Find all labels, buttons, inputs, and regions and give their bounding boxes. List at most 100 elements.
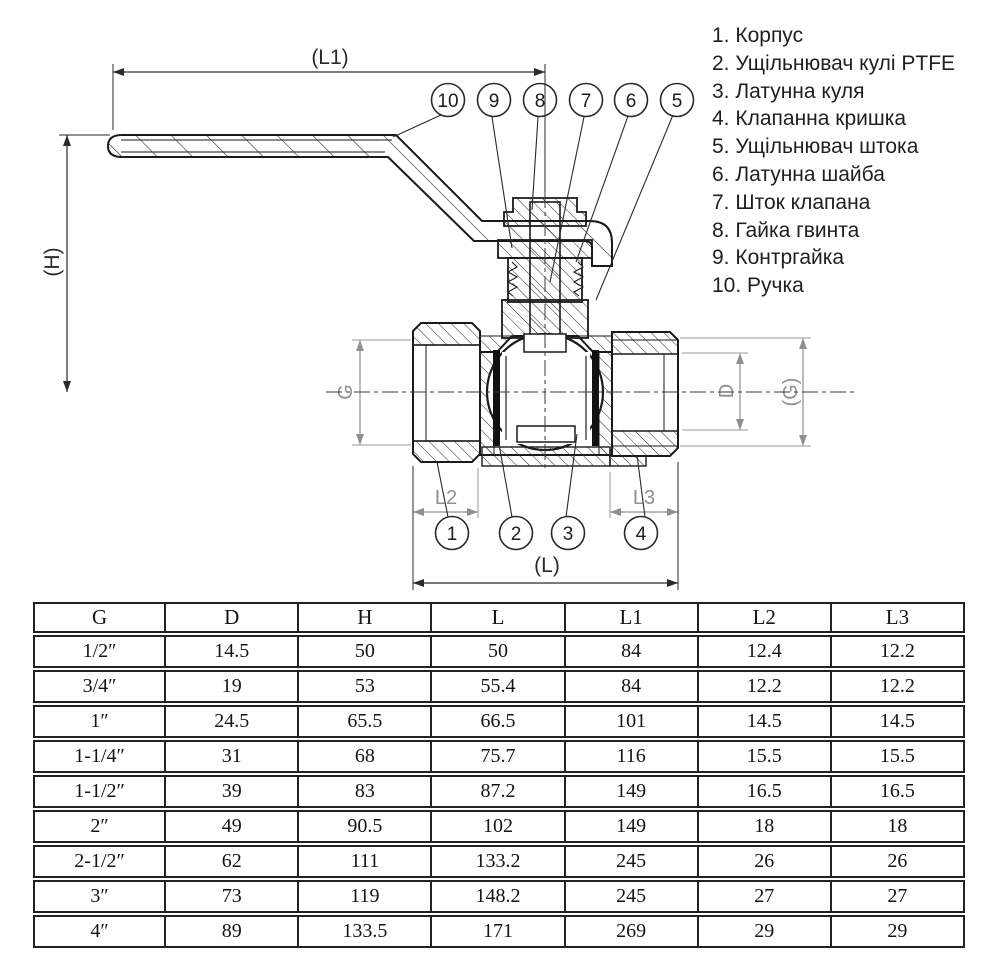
svg-text:9: 9	[489, 91, 500, 112]
cell: 15.5	[698, 740, 832, 773]
dimension-l2: L2	[413, 487, 478, 516]
col-header: H	[299, 602, 433, 633]
dimension-l: (L)	[412, 462, 679, 590]
cell: 149	[565, 810, 699, 843]
cell: 87.2	[432, 775, 566, 808]
callout-3: 3	[550, 515, 586, 551]
callout-7: 7	[568, 82, 604, 118]
cell: 27	[698, 880, 832, 913]
cell: 101	[565, 705, 699, 738]
callout-1: 1	[434, 515, 470, 551]
table-row: 4″ 89 133.5 171 269 29 29	[33, 915, 965, 948]
cell: 89	[166, 915, 300, 948]
cell: 55.4	[432, 670, 566, 703]
spec-table: G D H L L1 L2 L3 1/2″ 14.5 50 50 84 12.4…	[33, 600, 965, 950]
col-header: L1	[565, 602, 699, 633]
cell: 19	[166, 670, 300, 703]
col-header: L	[432, 602, 566, 633]
cell: 53	[299, 670, 433, 703]
cell: 269	[565, 915, 699, 948]
cell: 26	[698, 845, 832, 878]
dim-label-l1: (L1)	[311, 46, 348, 69]
parts-list-item: 10. Ручка	[712, 274, 804, 298]
valve-drawing: G D (G) L2 L3	[41, 46, 858, 590]
cell: 1″	[33, 705, 167, 738]
cell: 39	[166, 775, 300, 808]
cell: 171	[432, 915, 566, 948]
svg-text:1: 1	[447, 524, 458, 545]
cell: 12.2	[831, 670, 965, 703]
cell: 133.2	[432, 845, 566, 878]
col-header: L2	[698, 602, 832, 633]
cell: 111	[299, 845, 433, 878]
callout-5: 5	[659, 82, 695, 118]
callout-9: 9	[476, 82, 512, 118]
dim-label-d: D	[716, 384, 738, 398]
dimension-h: (H)	[41, 134, 110, 392]
table-row: 1-1/2″ 39 83 87.2 149 16.5 16.5	[33, 775, 965, 808]
cell: 65.5	[299, 705, 433, 738]
cell: 73	[166, 880, 300, 913]
handle	[106, 134, 613, 267]
parts-list-item: 2. Ущільнювач кулі PTFE	[712, 51, 956, 75]
cell: 90.5	[299, 810, 433, 843]
dim-label-l2: L2	[435, 487, 457, 509]
table-row: 2″ 49 90.5 102 149 18 18	[33, 810, 965, 843]
cell: 84	[565, 635, 699, 668]
parts-list-item: 7. Шток клапана	[712, 190, 871, 214]
cell: 245	[565, 880, 699, 913]
callout-2: 2	[498, 515, 534, 551]
callout-leaders	[392, 114, 674, 518]
table-row: 1-1/4″ 31 68 75.7 116 15.5 15.5	[33, 740, 965, 773]
spec-table-header-row: G D H L L1 L2 L3	[33, 602, 965, 633]
cell: 1/2″	[33, 635, 167, 668]
cell: 12.4	[698, 635, 832, 668]
cell: 50	[299, 635, 433, 668]
dim-label-h: (H)	[41, 247, 64, 276]
svg-text:10: 10	[437, 91, 458, 112]
col-header: D	[166, 602, 300, 633]
cell: 29	[698, 915, 832, 948]
parts-list-item: 8. Гайка гвинта	[712, 218, 860, 242]
cell: 66.5	[432, 705, 566, 738]
svg-text:4: 4	[636, 524, 647, 545]
parts-list: 1. Корпус 2. Ущільнювач кулі PTFE 3. Лат…	[712, 22, 1000, 300]
cell: 16.5	[831, 775, 965, 808]
cell: 133.5	[299, 915, 433, 948]
cell: 14.5	[166, 635, 300, 668]
svg-text:3: 3	[563, 524, 574, 545]
cell: 148.2	[432, 880, 566, 913]
svg-text:6: 6	[626, 91, 637, 112]
cell: 49	[166, 810, 300, 843]
cell: 15.5	[831, 740, 965, 773]
cell: 14.5	[831, 705, 965, 738]
svg-text:2: 2	[511, 524, 522, 545]
cell: 3/4″	[33, 670, 167, 703]
cell: 27	[831, 880, 965, 913]
svg-text:5: 5	[672, 91, 683, 112]
cell: 1-1/4″	[33, 740, 167, 773]
seat-left	[493, 350, 500, 446]
cell: 2-1/2″	[33, 845, 167, 878]
table-row: 1/2″ 14.5 50 50 84 12.4 12.2	[33, 635, 965, 668]
svg-text:7: 7	[581, 91, 592, 112]
spec-table-wrap: G D H L L1 L2 L3 1/2″ 14.5 50 50 84 12.4…	[33, 600, 965, 950]
svg-text:8: 8	[535, 91, 546, 112]
cell: 31	[166, 740, 300, 773]
cell: 4″	[33, 915, 167, 948]
table-row: 1″ 24.5 65.5 66.5 101 14.5 14.5	[33, 705, 965, 738]
parts-list-item: 5. Ущільнювач штока	[712, 135, 919, 159]
cell: 26	[831, 845, 965, 878]
cell: 12.2	[831, 635, 965, 668]
cell: 83	[299, 775, 433, 808]
dim-label-g-right: (G)	[780, 378, 802, 407]
col-header: G	[33, 602, 167, 633]
cell: 18	[831, 810, 965, 843]
cell: 84	[565, 670, 699, 703]
callout-4: 4	[623, 515, 659, 551]
cell: 1-1/2″	[33, 775, 167, 808]
col-header: L3	[831, 602, 965, 633]
gray-extension-lines	[352, 337, 811, 518]
seat-right	[592, 350, 599, 446]
cell: 149	[565, 775, 699, 808]
